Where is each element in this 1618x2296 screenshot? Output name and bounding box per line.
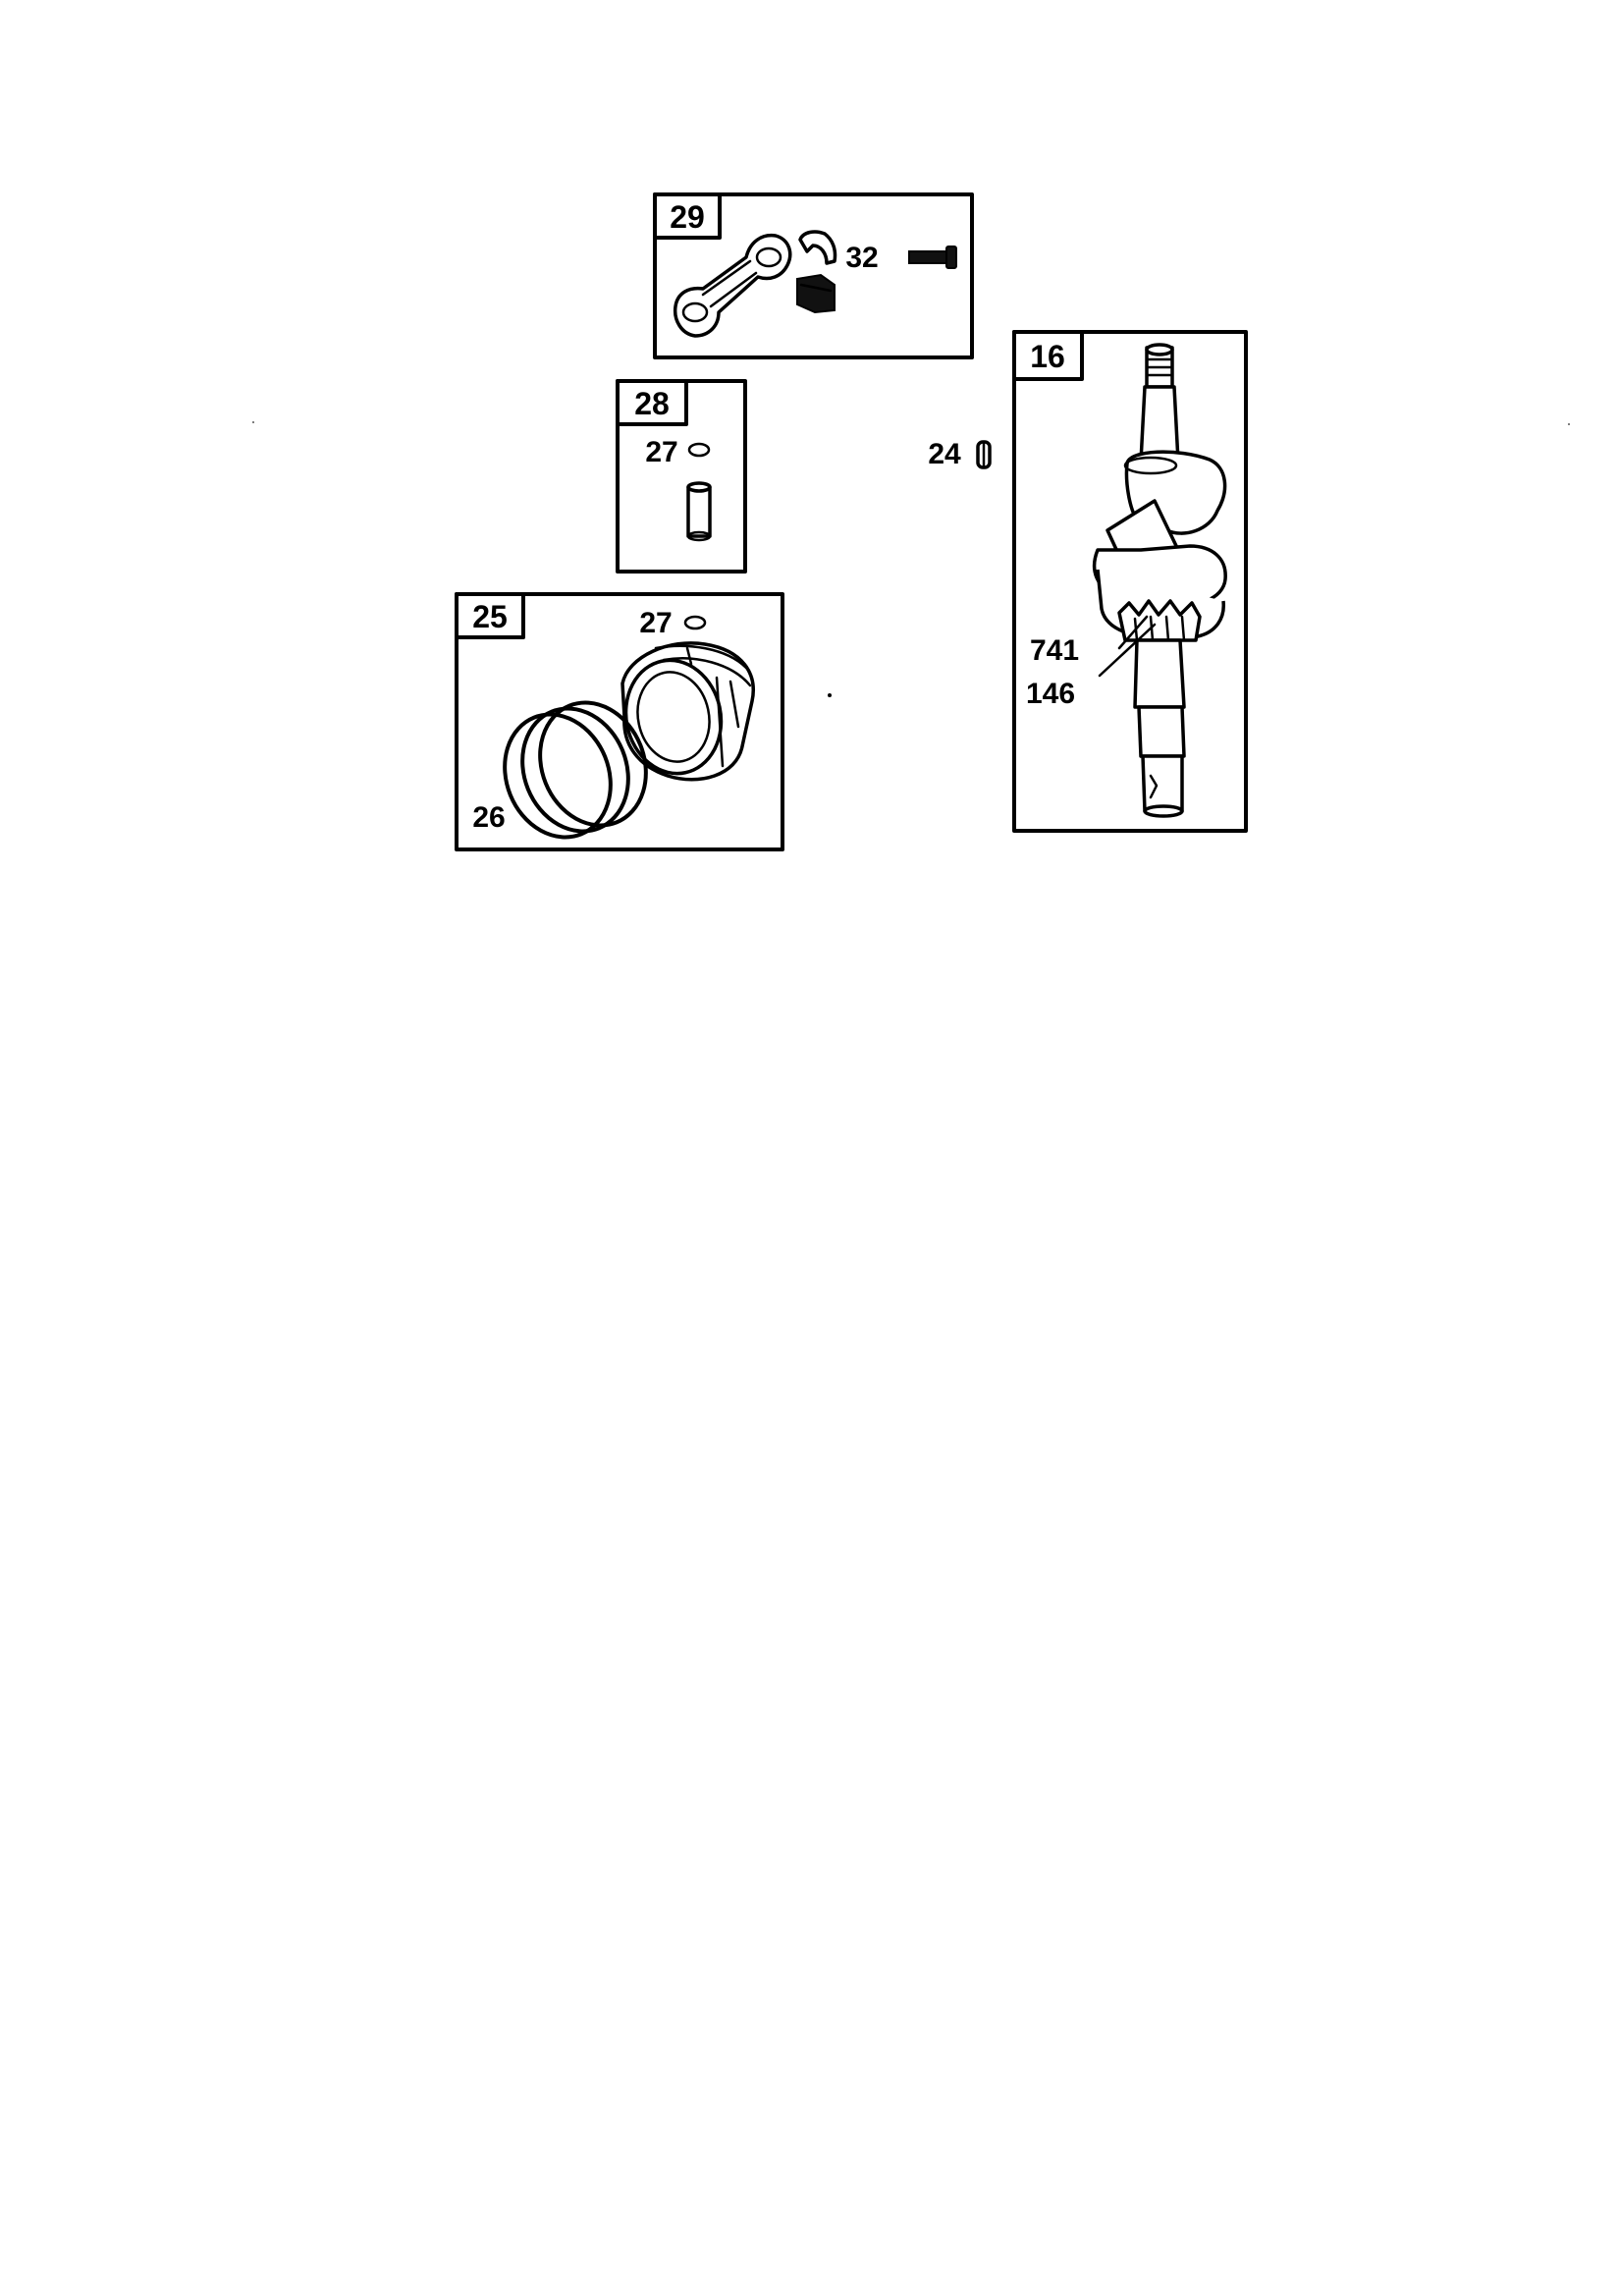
key-24: 24 (928, 438, 992, 470)
piston-pin (686, 481, 712, 542)
box-29-connecting-rod: 29 32 (653, 192, 974, 359)
box-25-tag-frame (455, 592, 525, 639)
leader-741 (1117, 615, 1149, 650)
box-28-tag-frame (616, 379, 688, 426)
label-27-a: 27 (645, 436, 677, 468)
label-24: 24 (928, 438, 961, 470)
box-16-number: 16 (1030, 339, 1065, 374)
box-28-number: 28 (634, 386, 670, 421)
retaining-ring (687, 442, 711, 458)
rod-bolt-32: 32 (845, 242, 957, 274)
label-146: 146 (1026, 678, 1075, 710)
scan-speck (252, 421, 254, 423)
box-16-crankshaft: 16 (1012, 330, 1248, 833)
scan-speck (828, 693, 832, 697)
box-25-number: 25 (472, 599, 508, 634)
label-741: 741 (1030, 634, 1079, 667)
piston-retaining-ring (683, 615, 707, 630)
crankshaft-part (1093, 343, 1227, 818)
box-28-piston-pin: 28 27 (616, 379, 747, 574)
connecting-rod (673, 233, 792, 338)
piston (620, 641, 755, 782)
label-26: 26 (472, 801, 505, 834)
leader-146 (1098, 623, 1157, 678)
scan-speck (1568, 423, 1570, 425)
box-29-number: 29 (670, 199, 705, 235)
box-29-tag-frame (653, 192, 722, 240)
piston-rings (503, 700, 648, 840)
box-16-tag-frame (1012, 330, 1084, 381)
box-25-piston-assembly: 25 27 26 (455, 592, 784, 851)
label-32: 32 (845, 242, 878, 274)
rod-cap (796, 230, 837, 314)
label-27-b: 27 (639, 607, 672, 639)
